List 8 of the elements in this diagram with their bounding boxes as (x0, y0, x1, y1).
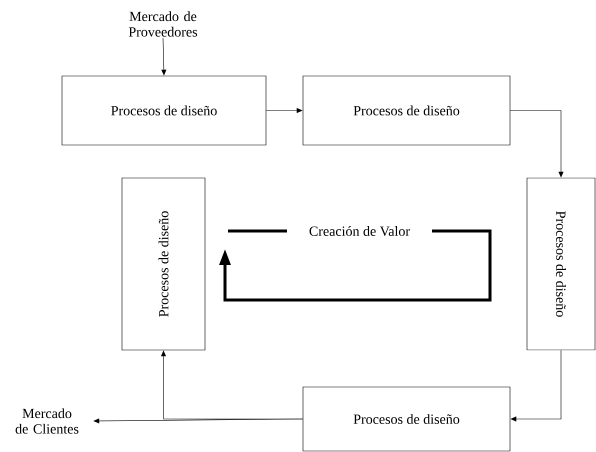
text-label: Mercado de Proveedores (128, 11, 198, 37)
process-box: Procesos de diseño (122, 178, 206, 350)
process-box: Procesos de diseño (302, 76, 510, 146)
process-box: Procesos de diseño (302, 386, 510, 452)
text-label: Mercado de Clientes (16, 408, 78, 434)
process-box: Procesos de diseño (62, 76, 266, 146)
text-label: Creación de Valor (310, 226, 410, 236)
process-box: Procesos de diseño (526, 178, 596, 350)
